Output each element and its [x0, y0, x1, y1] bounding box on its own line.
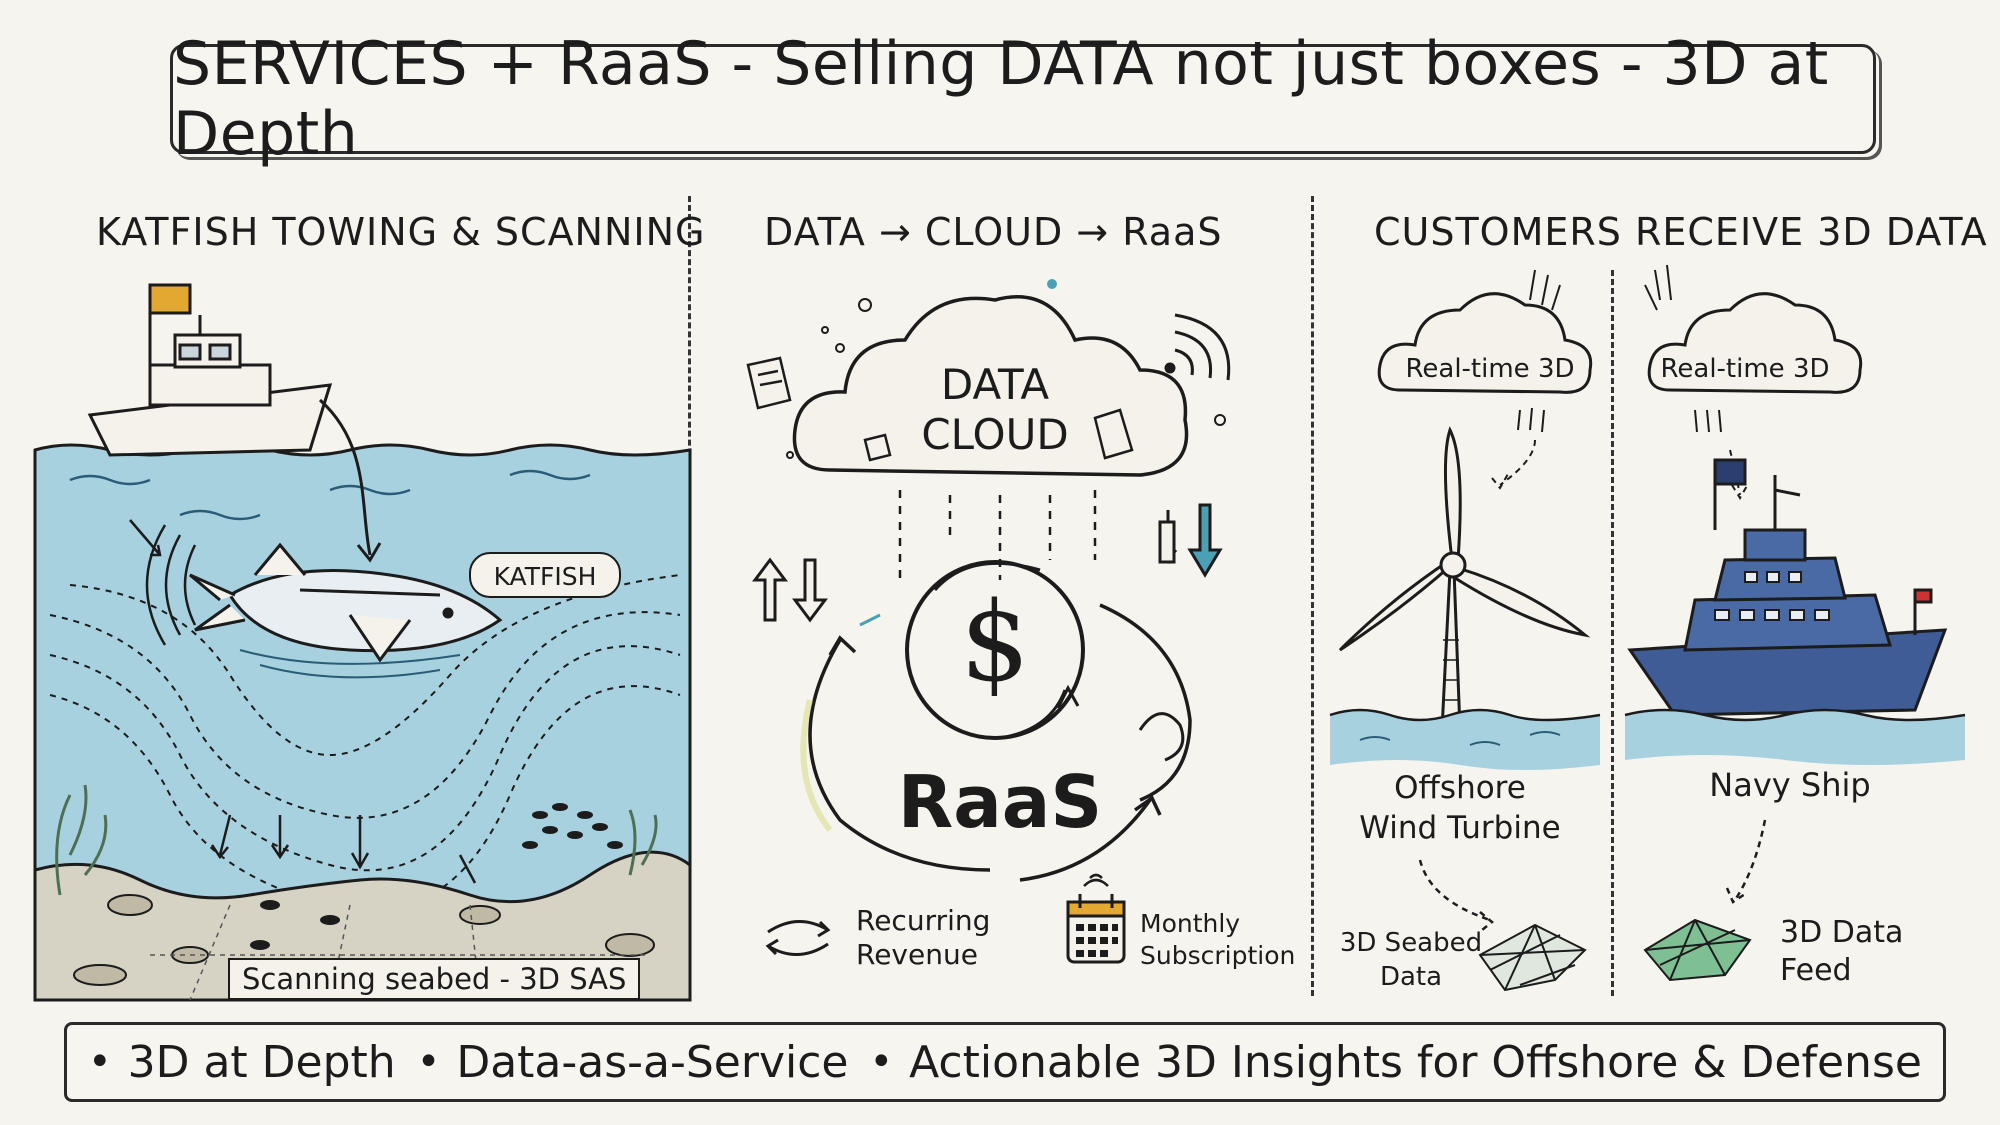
monthly-subscription-label: Monthly Subscription [1140, 908, 1295, 972]
divider-right [1311, 196, 1314, 996]
customers-heading: CUSTOMERS RECEIVE 3D DATA [1374, 210, 1988, 254]
turbine-cloud-label: Real-time 3D [1405, 354, 1575, 384]
navy-ship [1627, 458, 1948, 717]
seabed-data-label: 3D Seabed Data [1336, 926, 1486, 994]
ship-cloud [1647, 292, 1863, 394]
sync-arrows-icon [752, 557, 828, 623]
footer-item-1: • 3D at Depth [88, 1037, 396, 1088]
cloud-line-1: DATA [940, 360, 1050, 409]
monthly-line-2: Subscription [1140, 941, 1296, 970]
data-feed-line-2: Feed [1780, 953, 1852, 988]
calendar-icon [1066, 873, 1126, 964]
turbine-cloud [1377, 292, 1593, 394]
footer-item-2: • Data-as-a-Service [417, 1037, 849, 1088]
cloud-heading: DATA → CLOUD → RaaS [764, 210, 1223, 254]
towing-heading: KATFISH TOWING & SCANNING [96, 210, 706, 254]
raas-illustration [746, 279, 1231, 882]
cloud-line-2: CLOUD [921, 410, 1069, 459]
bullet-icon: • [416, 1039, 441, 1085]
footer-item-2-text: Data-as-a-Service [456, 1036, 849, 1088]
wifi-icon [1164, 313, 1231, 381]
boat-flag [148, 283, 192, 315]
cloud-text: DATA CLOUD [910, 360, 1080, 460]
ship-illustration [1624, 264, 1966, 982]
monthly-line-1: Monthly [1140, 909, 1241, 938]
document-icon-2 [1093, 408, 1134, 460]
recurring-arrows-icon [765, 920, 831, 956]
turbine-illustration [1329, 269, 1601, 992]
seabed-data-line-1: 3D Seabed [1339, 928, 1483, 958]
turbine-name: Offshore Wind Turbine [1350, 768, 1570, 848]
tow-boat [87, 283, 333, 457]
recurring-line-1: Recurring [856, 904, 991, 937]
seabed-mesh-icon [1478, 923, 1587, 992]
ship-name: Navy Ship [1709, 766, 1871, 804]
raas-label: RaaS [897, 760, 1103, 844]
katfish-label: KATFISH [494, 562, 597, 591]
recurring-line-2: Revenue [856, 938, 978, 971]
ship-cloud-label: Real-time 3D [1660, 354, 1830, 384]
turbine-name-line-1: Offshore [1394, 770, 1526, 806]
ship-water [1625, 710, 1965, 765]
wind-turbine [1338, 426, 1591, 732]
fish-school [522, 803, 623, 849]
turbine-water [1330, 710, 1600, 770]
recurring-revenue-label: Recurring Revenue [856, 904, 990, 972]
dollar-sign: $ [960, 578, 1030, 706]
page-title: SERVICES + RaaS - Selling DATA not just … [173, 29, 1829, 169]
title-banner: SERVICES + RaaS - Selling DATA not just … [170, 29, 1876, 169]
seaweed [55, 784, 658, 896]
transfer-arrows-icon [1158, 503, 1223, 578]
data-feed-line-1: 3D Data [1780, 915, 1904, 950]
footer-banner: • 3D at Depth • Data-as-a-Service • Actiona… [64, 1022, 1946, 1102]
divider-customers [1611, 270, 1614, 996]
towing-illustration: KATFISH [33, 283, 692, 1002]
footer-item-1-text: 3D at Depth [127, 1036, 396, 1088]
seabed-data-line-2: Data [1379, 962, 1443, 992]
katfish-vehicle [189, 542, 503, 663]
data-cloud [792, 295, 1189, 477]
data-feed-label: 3D Data Feed [1780, 914, 1903, 990]
footer-item-3-text: Actionable 3D Insights for Offshore & De… [909, 1036, 1922, 1088]
seabed-label: Scanning seabed - 3D SAS [228, 958, 641, 1000]
bullet-icon: • [88, 1039, 112, 1085]
data-feed-mesh-icon [1643, 918, 1752, 982]
turbine-name-line-2: Wind Turbine [1359, 810, 1561, 846]
footer-item-3: • Actionable 3D Insights for Offshore & D… [869, 1037, 1921, 1088]
bullet-icon: • [869, 1039, 894, 1085]
